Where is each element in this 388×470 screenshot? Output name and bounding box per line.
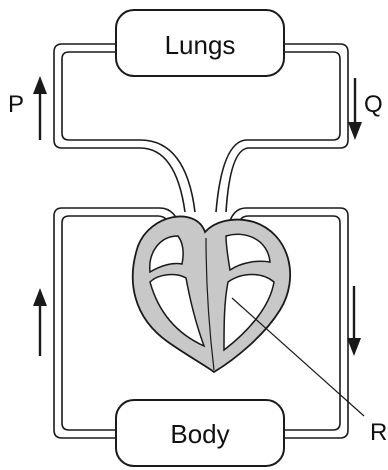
label-r-pointer [232, 298, 364, 416]
arrow-up-icon [33, 76, 47, 94]
lungs-box: Lungs [116, 10, 284, 76]
arrow-left-systemic [33, 288, 47, 356]
heart [133, 216, 290, 372]
label-q: Q [364, 91, 383, 118]
body-label: Body [170, 419, 229, 449]
label-p: P [8, 91, 24, 118]
arrow-right-systemic [347, 286, 361, 356]
arrow-q [348, 78, 362, 140]
lungs-label: Lungs [165, 30, 236, 60]
arrow-down-icon [347, 338, 361, 356]
arrow-up-icon [33, 288, 47, 306]
arrow-down-icon [348, 122, 362, 140]
label-r: R [370, 419, 387, 446]
arrow-p [33, 76, 47, 140]
body-box: Body [116, 400, 284, 466]
